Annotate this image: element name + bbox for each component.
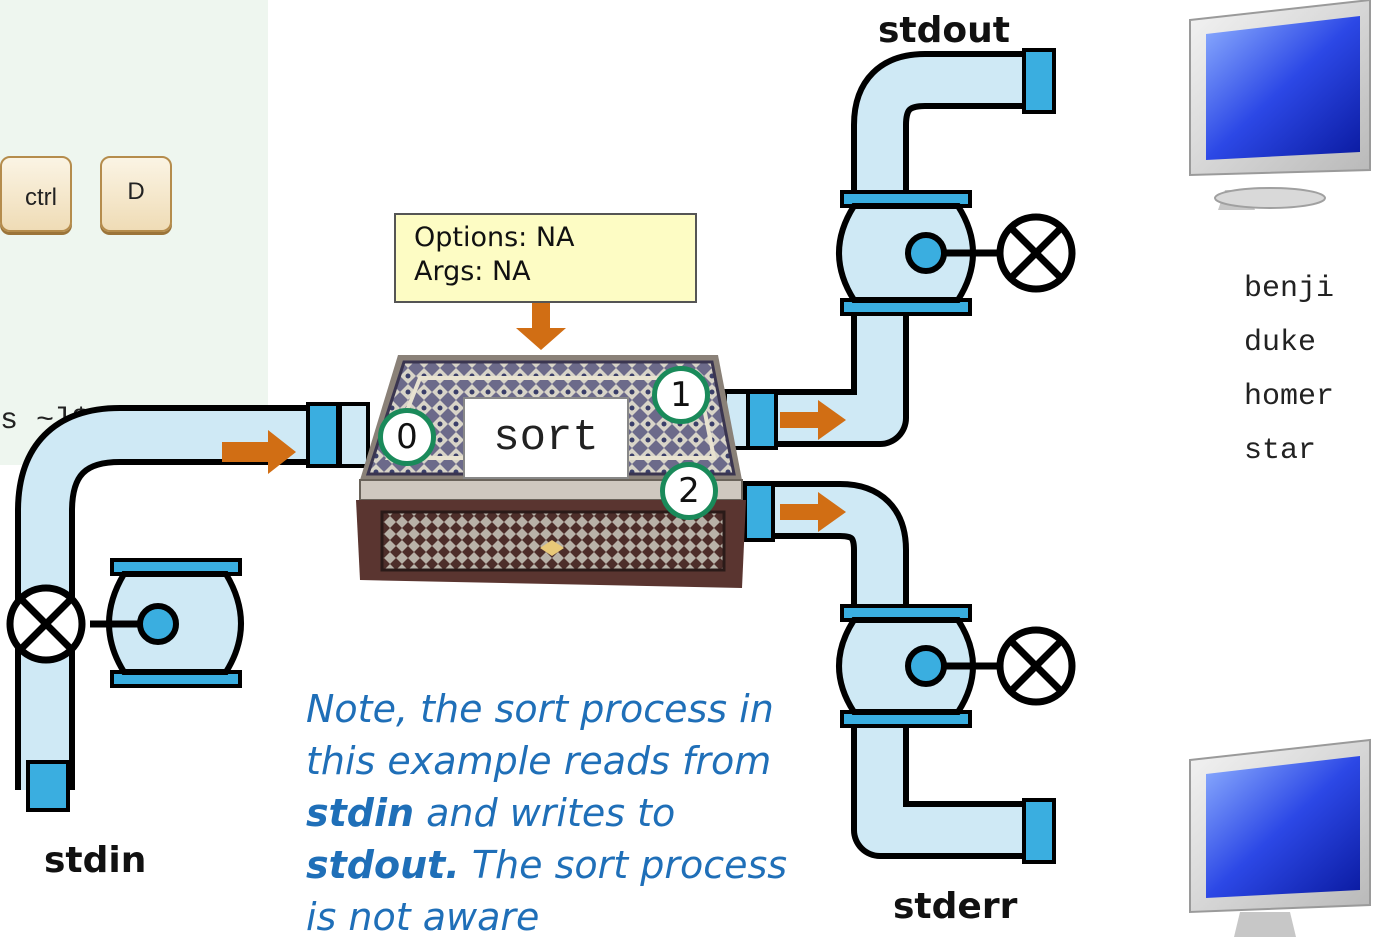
- explanation-note: Note, the sort process in this example r…: [306, 683, 796, 943]
- fd-2-badge: 2: [660, 462, 718, 520]
- fd-0-badge: 0: [378, 408, 436, 466]
- ctrl-key-label: ctrl: [25, 184, 57, 211]
- output-line: homer: [1244, 380, 1335, 414]
- note-text-2: and writes to: [414, 791, 676, 835]
- stderr-valve-wheel-icon: [996, 626, 1076, 706]
- stderr-flow-arrow: [780, 492, 846, 532]
- options-args-box: Options: NA Args: NA: [394, 213, 697, 303]
- stdout-pipe: [723, 48, 1076, 450]
- fd-1-badge: 1: [652, 366, 710, 424]
- stdout-valve-wheel-icon: [996, 213, 1076, 293]
- stdin-flange-left: [306, 402, 340, 468]
- process-box-icon: [356, 355, 746, 588]
- note-text-1: Note, the sort process in this example r…: [306, 687, 774, 783]
- stdin-label: stdin: [44, 840, 147, 881]
- stderr-label: stderr: [893, 886, 1018, 927]
- stdout-output-list: benji duke homer star: [1244, 262, 1334, 478]
- output-line: duke: [1244, 326, 1317, 360]
- stdin-flow-arrow: [222, 430, 296, 474]
- stdin-pipe: [6, 402, 370, 812]
- monitor-top-icon: [1189, 0, 1371, 210]
- d-key: D: [100, 156, 172, 232]
- d-key-label: D: [127, 178, 145, 205]
- process-name-label: sort: [463, 397, 629, 479]
- note-bold-stdout: stdout.: [306, 843, 460, 887]
- options-arrow: [516, 303, 566, 350]
- options-line: Options: NA: [414, 222, 575, 253]
- stderr-pipe: [723, 481, 1076, 864]
- stdin-flange-bottom: [26, 760, 70, 812]
- terminal-panel: [0, 0, 268, 465]
- args-line: Args: NA: [414, 256, 531, 287]
- note-bold-stdin: stdin: [306, 791, 415, 835]
- output-line: star: [1244, 434, 1317, 468]
- stdout-flange-end: [1022, 48, 1056, 114]
- stdin-valve-wheel-icon: [6, 584, 86, 664]
- ctrl-key: ctrl: [0, 156, 72, 232]
- stdout-flow-arrow: [780, 400, 846, 440]
- stderr-flange-end: [1022, 798, 1056, 864]
- stdout-label: stdout: [878, 10, 1010, 51]
- monitor-bottom-icon: [1189, 738, 1371, 937]
- output-line: benji: [1244, 272, 1335, 306]
- note-text-3: The sort process is not aware: [306, 843, 788, 939]
